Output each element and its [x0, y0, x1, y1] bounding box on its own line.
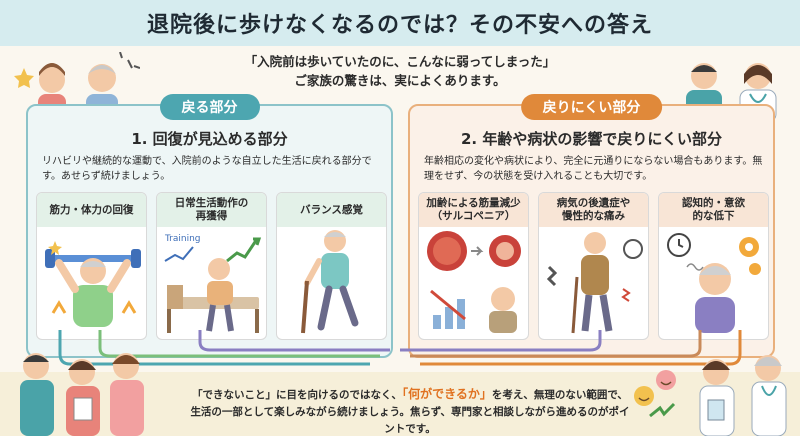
card-title: 日常生活動作の 再獲得	[157, 193, 266, 227]
clock-icon	[623, 239, 643, 259]
bottom-line-2: 生活の一部として楽しみながら続けましょう。焦らず、専門家と相談しながら進めるのが…	[190, 406, 630, 435]
hard-to-recover-heading: 2. 年齢や病状の影響で戻りにくい部分	[460, 130, 723, 148]
training-badge: Training	[164, 234, 201, 244]
care-team-illustration	[20, 353, 144, 436]
chronic-pain-icon	[546, 232, 643, 334]
smile-icon	[634, 386, 654, 406]
muscle-loss-icon	[427, 231, 521, 333]
recoverable-heading: 1. 回復が見込める部分	[131, 130, 288, 148]
bottom-text: 「できないこと」に目を向けるのではなく、「何ができるか」を考え、無理のない範囲で…	[190, 386, 630, 436]
card-cognitive: 認知的・意欲 的な低下	[658, 192, 769, 340]
card-title: 認知的・意欲 的な低下	[659, 193, 768, 227]
recoverable-panel: 戻る部分 1. 回復が見込める部分 リハビリや継続的な運動で、入院前のような自立…	[26, 94, 393, 358]
chain-icon	[546, 265, 558, 287]
card-sarcopenia: 加齢による筋量減少 （サルコペニア）	[418, 192, 529, 340]
smile-icon	[656, 370, 676, 390]
card-adl: 日常生活動作の 再獲得 Training	[156, 192, 267, 340]
recoverable-pill: 戻る部分	[159, 94, 260, 120]
cognitive-decline-icon	[667, 233, 761, 333]
exercise-icon	[45, 241, 141, 327]
training-icon: Training	[164, 234, 262, 333]
title-bar: 退院後に歩けなくなるのでは？その不安への答え	[0, 0, 800, 46]
quote-line-2: ご家族の驚きは、実によくあります。	[294, 73, 506, 88]
hard-to-recover-pill: 戻りにくい部分	[520, 94, 663, 120]
card-title: 加齢による筋量減少 （サルコペニア）	[419, 193, 528, 227]
hard-to-recover-description: 年齢相応の変化や病状により、完全に元通りにならない場合もあります。無理をせず、今…	[424, 156, 763, 182]
card-title: 病気の後遺症や 慢性的な痛み	[539, 193, 648, 227]
card-strength: 筋力・体力の回復	[36, 192, 147, 340]
recoverable-description: リハビリや継続的な運動で、入院前のような自立した生活に戻れる部分です。あせらず続…	[42, 156, 372, 182]
card-title: バランス感覚	[277, 193, 386, 227]
card-chronic-pain: 病気の後遺症や 慢性的な痛み	[538, 192, 649, 340]
bottom-post: を考え、無理のない範囲で、	[491, 389, 628, 401]
quote-line-1: 「入院前は歩いていたのに、こんなに弱ってしまった」	[244, 54, 556, 69]
bottom-pre: 「できないこと」に目を向けるのではなく、	[192, 389, 403, 401]
sparkle-icon	[14, 68, 34, 88]
doctors-illustration	[634, 355, 787, 436]
card-title: 筋力・体力の回復	[37, 193, 146, 227]
walking-cane-icon	[301, 230, 359, 334]
page-title: 退院後に歩けなくなるのでは？その不安への答え	[146, 13, 653, 38]
card-balance: バランス感覚	[276, 192, 387, 340]
bottom-highlight: 「何ができるか」	[402, 387, 492, 401]
hard-to-recover-panel: 戻りにくい部分 2. 年齢や病状の影響で戻りにくい部分 年齢相応の変化や病状によ…	[408, 94, 775, 358]
quote-box: 「入院前は歩いていたのに、こんなに弱ってしまった」 ご家族の驚きは、実によくあり…	[160, 52, 640, 90]
